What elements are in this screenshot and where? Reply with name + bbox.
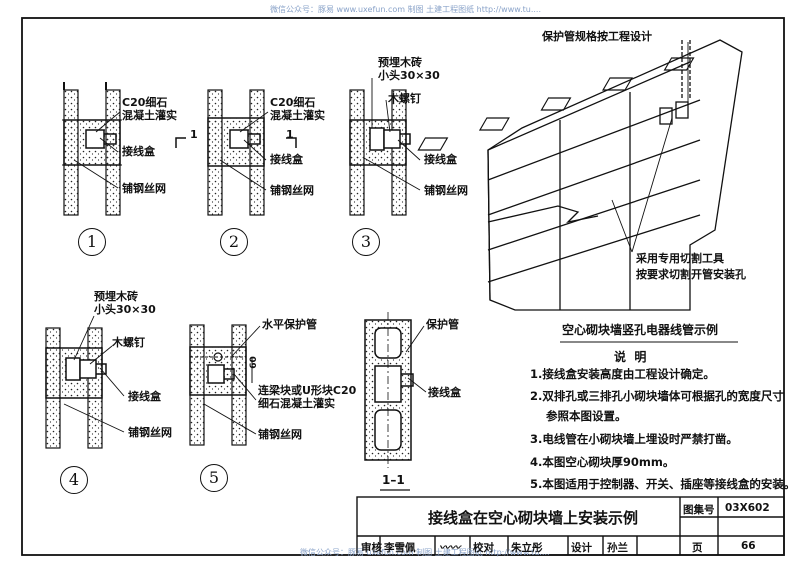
detail-4-screw-label: 木螺钉 [112, 336, 145, 349]
checker-name: 朱立彤 [511, 542, 543, 554]
detail-5-pipe-label: 水平保护管 [262, 318, 317, 331]
detail-3-mesh-label: 铺钢丝网 [424, 184, 468, 197]
page-label: 页 [692, 542, 703, 554]
reviewer-signature: 〰〰 [439, 542, 460, 554]
detail-4-mesh-label: 铺钢丝网 [128, 426, 172, 439]
detail-1-mesh-label: 铺钢丝网 [122, 182, 166, 195]
designer-name: 孙兰 [607, 542, 628, 554]
section-1-1-drawing [364, 312, 414, 468]
iso-pipe-note: 保护管规格按工程设计 [542, 30, 652, 43]
iso-caption: 空心砌块墙竖孔电器线管示例 [562, 323, 719, 337]
detail-3-screw-label: 木螺钉 [388, 92, 421, 105]
note-3: 3.电线管在小砌块墙上埋设时严禁打凿。 [530, 432, 738, 446]
note-2: 2.双排孔或三排孔小砌块墙体可根据孔的宽度尺寸 [530, 389, 784, 403]
detail-5-dim-label: 60 [248, 356, 259, 369]
detail-1-concrete-label: C20细石 混凝土灌实 [122, 96, 177, 122]
section-box-label: 接线盒 [428, 386, 461, 399]
notes-title: 说 明 [614, 350, 647, 364]
note-1: 1.接线盒安装高度由工程设计确定。 [530, 367, 715, 381]
detail-5-drawing [189, 324, 253, 446]
detail-1-number: 1 [78, 228, 106, 256]
detail-2-section-mark-right: 1 [286, 128, 294, 141]
detail-5-number: 5 [200, 464, 228, 492]
detail-2-mesh-label: 铺钢丝网 [270, 184, 314, 197]
block-wall-isometric [417, 39, 743, 311]
detail-2-box-label: 接线盒 [270, 153, 303, 166]
iso-cut-note-2: 按要求切割开管安装孔 [636, 268, 746, 281]
design-label: 设计 [571, 542, 592, 554]
detail-5-beam-label: 连梁块或U形块C20 细石混凝土灌实 [258, 384, 357, 410]
detail-1-drawing [62, 82, 122, 216]
detail-4-box-label: 接线盒 [128, 390, 161, 403]
detail-3-drawing [349, 89, 411, 216]
detail-5-mesh-label: 铺钢丝网 [258, 428, 302, 441]
detail-3-box-label: 接线盒 [424, 153, 457, 166]
note-5: 5.本图适用于控制器、开关、插座等接线盒的安装。 [530, 477, 796, 491]
drawing-title: 接线盒在空心砌块墙上安装示例 [428, 509, 639, 527]
section-title: 1–1 [382, 473, 405, 487]
page-number: 66 [741, 540, 756, 552]
iso-cut-note-1: 采用专用切割工具 [636, 252, 724, 265]
leader-lines [63, 42, 689, 435]
check-label: 校对 [473, 542, 494, 554]
detail-2-drawing [175, 89, 297, 216]
detail-2-number: 2 [220, 228, 248, 256]
atlas-number: 03X602 [725, 502, 770, 514]
title-block-grid [356, 496, 785, 556]
watermark-bottom: 微信公众号：豚易 uxefun.com 制图 土建工程图纸 http://www… [300, 548, 550, 557]
detail-4-brick-label: 预埋木砖 小头30×30 [94, 290, 156, 316]
section-pipe-label: 保护管 [426, 318, 459, 331]
reviewer-name: 李雪佩 [384, 542, 416, 554]
detail-4-drawing [45, 327, 107, 449]
detail-3-number: 3 [352, 228, 380, 256]
note-4: 4.本图空心砌块厚90mm。 [530, 455, 675, 469]
detail-2-section-mark-left: 1 [190, 128, 198, 141]
detail-2-concrete-label: C20细石 混凝土灌实 [270, 96, 325, 122]
detail-1-box-label: 接线盒 [122, 145, 155, 158]
detail-3-brick-label: 预埋木砖 小头30×30 [378, 56, 440, 82]
watermark-top: 微信公众号：豚易 www.uxefun.com 制图 土建工程图纸 http:/… [270, 5, 541, 14]
atlas-label: 图集号 [683, 504, 715, 516]
detail-4-number: 4 [60, 466, 88, 494]
review-label: 审核 [361, 542, 382, 554]
note-2-cont: 参照本图设置。 [546, 409, 627, 423]
